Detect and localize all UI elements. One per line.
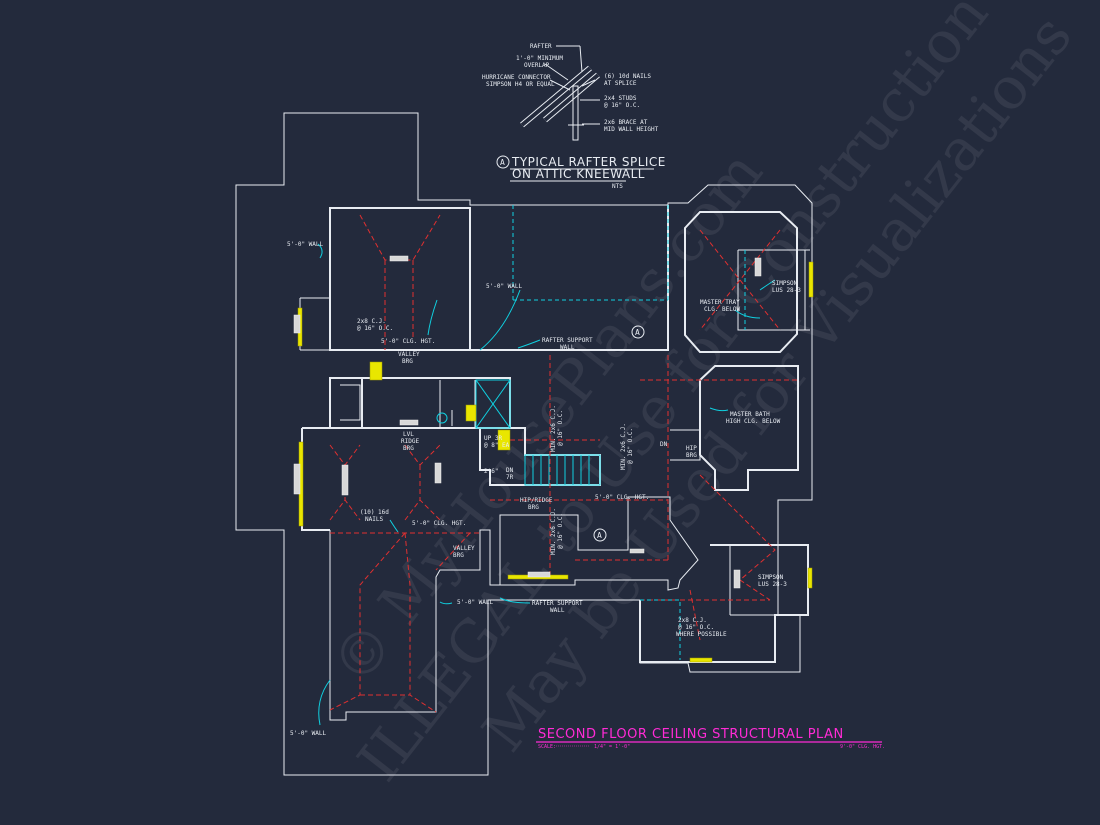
label-master-tray-1: MASTER TRAY <box>700 299 740 306</box>
label-min-cj-2b: @ 16" O.C. <box>627 428 634 464</box>
label-cj-2c: WHERE POSSIBLE <box>676 631 727 638</box>
label-wall-5-0-c: 5'-0" WALL <box>457 599 494 606</box>
label-cj-2b: @ 16" O.C. <box>678 624 714 631</box>
watermark-line-2: ILLEGAL to Use for Construction <box>344 0 1001 793</box>
label-valley-brg-1a: VALLEY <box>398 351 420 358</box>
cyan-lines <box>512 205 746 660</box>
label-wall-5-0-b: 5'-0" WALL <box>486 283 523 290</box>
label-clg-hgt-3: 5'-0" CLG. HGT. <box>595 494 649 501</box>
label-wall-5-0-a: 5'-0" WALL <box>287 241 324 248</box>
note-brace-2: MID WALL HEIGHT <box>604 126 659 133</box>
label-section-a1: A <box>635 328 640 337</box>
label-nails-1: (10) 16d <box>360 509 389 516</box>
label-dn-3: DN <box>660 441 668 448</box>
beam-markers <box>293 255 814 663</box>
detail-scale: NTS <box>612 183 623 190</box>
stairs <box>436 379 601 486</box>
label-rafter-support-2b: WALL <box>550 607 565 614</box>
note-studs-1: 2x4 STUDS <box>604 95 637 102</box>
note-brace-1: 2x6 BRACE AT <box>604 119 648 126</box>
label-dn-2: 7R <box>506 474 514 481</box>
label-cj-1b: @ 16" O.C. <box>357 325 393 332</box>
note-connector-1: HURRICANE CONNECTOR <box>482 74 551 81</box>
detail-callout-letter: A <box>500 158 505 167</box>
label-rafter-support-2a: RAFTER SUPPORT <box>532 600 583 607</box>
label-simpson-2a: SIMPSON <box>758 574 784 581</box>
label-lvl-2: RIDGE <box>401 438 419 445</box>
label-lvl-1: LVL <box>403 431 414 438</box>
label-min-cj-2: MIN. 2x6 C.J. <box>620 423 627 470</box>
label-min-cj-1b: @ 16" O.C. <box>557 410 564 446</box>
label-nails-2: NAILS <box>365 516 383 523</box>
label-min-cj-1: MIN. 2x6 C.J. <box>550 405 557 452</box>
section-marker-a2 <box>593 528 607 542</box>
leader-lines <box>317 243 776 726</box>
door-swing <box>465 404 477 422</box>
label-dn-1: DN <box>506 467 514 474</box>
detail-title-line-2: ON ATTIC KNEEWALL <box>512 167 645 181</box>
label-clg-hgt-2: 5'-0" CLG. HGT. <box>412 520 466 527</box>
note-rafter: RAFTER <box>530 43 552 50</box>
watermark: © MyHousePlans.com ILLEGAL to Use for Co… <box>318 0 1085 793</box>
label-valley-brg-2b: BRG <box>453 552 464 559</box>
note-nails-2: AT SPLICE <box>604 80 637 87</box>
plan-labels: 5'-0" WALL 5'-0" WALL 5'-0" WALL 5'-0" W… <box>287 241 801 737</box>
label-hip-2: BRG <box>686 452 697 459</box>
label-cj-2a: 2x8 C.J. <box>678 617 707 624</box>
label-rafter-support-1b: WALL <box>560 344 575 351</box>
label-cj-1: 2x8 C.J. <box>357 318 386 325</box>
note-overlap-2: OVERLAP <box>524 62 550 69</box>
label-hip-1: HIP <box>686 445 697 452</box>
rafter-splice-detail: RAFTER 1'-0" MINIMUM OVERLAP HURRICANE C… <box>482 43 666 190</box>
label-min-cj-3b: @ 16" O.C. <box>557 513 564 549</box>
label-up-2: @ 8" EA <box>484 442 510 449</box>
label-hip-ridge-2: BRG <box>528 504 539 511</box>
note-nails-1: (6) 10d NAILS <box>604 73 651 80</box>
label-simpson-2b: LUS 28-3 <box>758 581 787 588</box>
label-valley-brg-2a: VALLEY <box>453 545 475 552</box>
label-master-tray-2: CLG. BELOW <box>704 306 741 313</box>
detail-title-line-1: TYPICAL RAFTER SPLICE <box>511 155 666 169</box>
plan-scale-value: 1/4" = 1'-0" <box>594 744 630 750</box>
label-lvl-3: BRG <box>403 445 414 452</box>
note-overlap-1: 1'-0" MINIMUM <box>516 55 563 62</box>
note-studs-2: @ 16" O.C. <box>604 102 640 109</box>
label-master-bath-1: MASTER BATH <box>730 411 770 418</box>
plan-scale-label: SCALE: <box>538 744 556 750</box>
label-rafter-support-1a: RAFTER SUPPORT <box>542 337 593 344</box>
label-up-1: UP 3R <box>484 435 502 442</box>
label-size-2-6: 2'6" <box>484 468 498 475</box>
label-simpson-1b: LUS 28-3 <box>772 287 801 294</box>
label-simpson-1a: SIMPSON <box>772 280 798 287</box>
shower <box>475 379 511 429</box>
plan-clg-hgt: 9'-0" CLG. HGT. <box>840 744 885 750</box>
label-master-bath-2: HIGH CLG. BELOW <box>726 418 781 425</box>
framing-lines <box>329 214 800 713</box>
detail-callout-circle <box>496 155 510 169</box>
plan-title-block: SECOND FLOOR CEILING STRUCTURAL PLAN SCA… <box>536 727 885 750</box>
label-valley-brg-1b: BRG <box>402 358 413 365</box>
note-connector-2: SIMPSON H4 OR EQUAL <box>486 81 555 88</box>
section-marker-a1 <box>631 325 645 339</box>
plan-title: SECOND FLOOR CEILING STRUCTURAL PLAN <box>538 727 844 742</box>
label-section-a2: A <box>597 531 602 540</box>
toilet <box>436 412 448 424</box>
kneewall-stud <box>572 85 579 141</box>
label-min-cj-3: MIN. 2x6 C.J. <box>550 508 557 555</box>
label-hip-ridge-1: HIP/RIDGE <box>520 497 553 504</box>
label-wall-5-0-d: 5'-0" WALL <box>290 730 327 737</box>
label-clg-hgt-1: 5'-0" CLG. HGT. <box>381 338 435 345</box>
